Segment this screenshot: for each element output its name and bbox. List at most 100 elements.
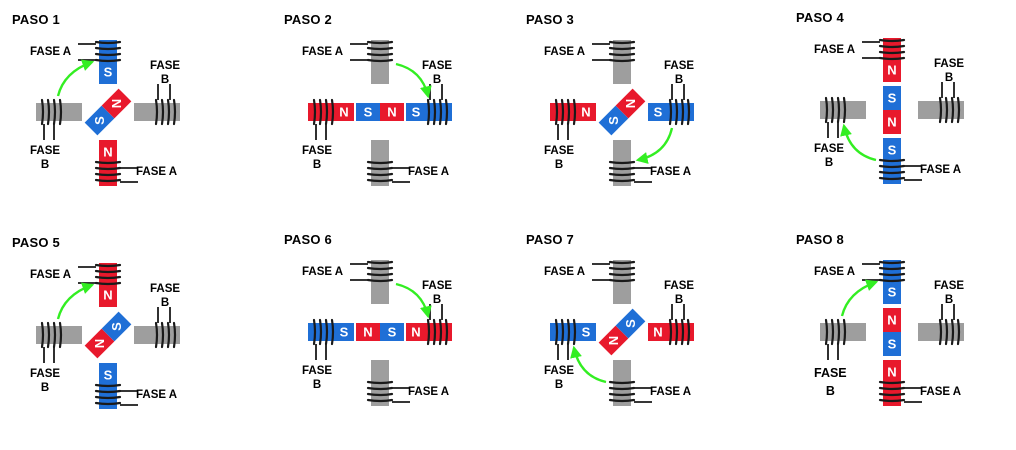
rotor-half-n <box>598 325 629 356</box>
step-title: PASO 4 <box>796 10 844 25</box>
coil-winding <box>608 272 636 277</box>
leads-bottom <box>904 387 922 403</box>
coil-winding <box>160 98 165 126</box>
coil-winding <box>46 98 51 126</box>
rotor-letter: S <box>364 105 373 120</box>
coil-winding <box>94 46 122 51</box>
leads-bottom <box>120 390 138 406</box>
label-fase-a-top: FASE A <box>302 265 343 279</box>
label-line: FASE <box>664 60 695 72</box>
label-fase-a-bottom: FASE A <box>136 388 177 402</box>
rotor-half-n <box>356 323 380 341</box>
coil-left <box>40 98 63 126</box>
rotor-half-s <box>883 332 901 356</box>
coil-winding <box>366 178 394 183</box>
coil-winding <box>938 318 943 346</box>
pole-letter-right: N <box>411 325 420 340</box>
coil-winding <box>312 98 317 126</box>
pole-letter-right: S <box>412 105 421 120</box>
coil-top <box>94 263 122 286</box>
leads-top <box>78 43 96 61</box>
step-title: PASO 7 <box>526 232 574 247</box>
coil-winding <box>160 321 165 349</box>
coil-winding <box>366 272 394 277</box>
label-line: B <box>674 294 684 306</box>
label-line: B <box>554 379 564 391</box>
rotor-letter: S <box>623 319 638 328</box>
leads-top <box>78 266 96 284</box>
label-line: B <box>312 159 322 171</box>
label-line: B <box>160 297 170 309</box>
rotor-half-n <box>883 308 901 332</box>
label-fase-a-top: FASE A <box>30 45 71 59</box>
rotor-body: NS <box>84 311 132 359</box>
coil-winding <box>426 98 431 126</box>
rotation-arrow-line <box>56 282 95 320</box>
pole-letter-right: N <box>653 325 662 340</box>
leads-top <box>350 263 368 281</box>
coil-winding <box>166 321 171 349</box>
coil-winding <box>878 158 906 163</box>
coil-winding <box>94 383 122 388</box>
coil-winding <box>668 318 673 346</box>
label-line: FASE A <box>920 386 962 398</box>
label-line: FASE A <box>408 386 450 398</box>
coil-winding <box>324 318 329 346</box>
leads-bottom <box>904 165 922 181</box>
coil-winding <box>956 318 961 346</box>
rotor-letter: N <box>387 105 396 120</box>
rotor-half-n <box>883 110 901 134</box>
coil-bottom <box>94 383 122 406</box>
coil-left <box>554 98 577 126</box>
coil-winding <box>154 321 159 349</box>
label-line: FASE <box>422 60 453 72</box>
coil-winding <box>366 58 394 63</box>
coil-right <box>668 98 691 126</box>
label-line: FASE <box>150 283 181 295</box>
coil-winding <box>94 58 122 63</box>
rotor-half-s <box>598 105 629 136</box>
coil-winding <box>444 98 449 126</box>
coil-winding <box>608 260 636 265</box>
coil-winding <box>572 318 577 346</box>
coil-winding <box>560 98 565 126</box>
pole-letter-right: S <box>654 105 663 120</box>
rotor-half-n <box>615 88 646 119</box>
coil-winding <box>318 318 323 346</box>
coil-winding <box>878 170 906 175</box>
coil-winding <box>366 386 394 391</box>
stator-pole-left <box>36 103 82 121</box>
rotor-letter: N <box>92 339 107 348</box>
leads-left <box>827 122 839 138</box>
pole-letter-left: N <box>581 105 590 120</box>
label-fase-a-top: FASE A <box>544 45 585 59</box>
coil-winding <box>94 395 122 400</box>
coil-winding <box>52 321 57 349</box>
label-line: B <box>824 157 834 169</box>
coil-winding <box>608 172 636 177</box>
leads-top <box>862 263 880 281</box>
coil-winding <box>58 98 63 126</box>
coil-left <box>554 318 577 346</box>
coil-left <box>824 96 847 124</box>
label-line: FASE A <box>136 166 178 178</box>
leads-top <box>592 43 610 61</box>
coil-right <box>668 318 691 346</box>
leads-top <box>862 41 880 59</box>
label-line: FASE A <box>30 46 72 58</box>
label-line: FASE A <box>408 166 450 178</box>
coil-winding <box>566 98 571 126</box>
rotation-arrow-line <box>840 123 877 162</box>
rotor-half-s <box>615 308 646 339</box>
coil-winding <box>878 386 906 391</box>
stator-pole-left <box>36 326 82 344</box>
